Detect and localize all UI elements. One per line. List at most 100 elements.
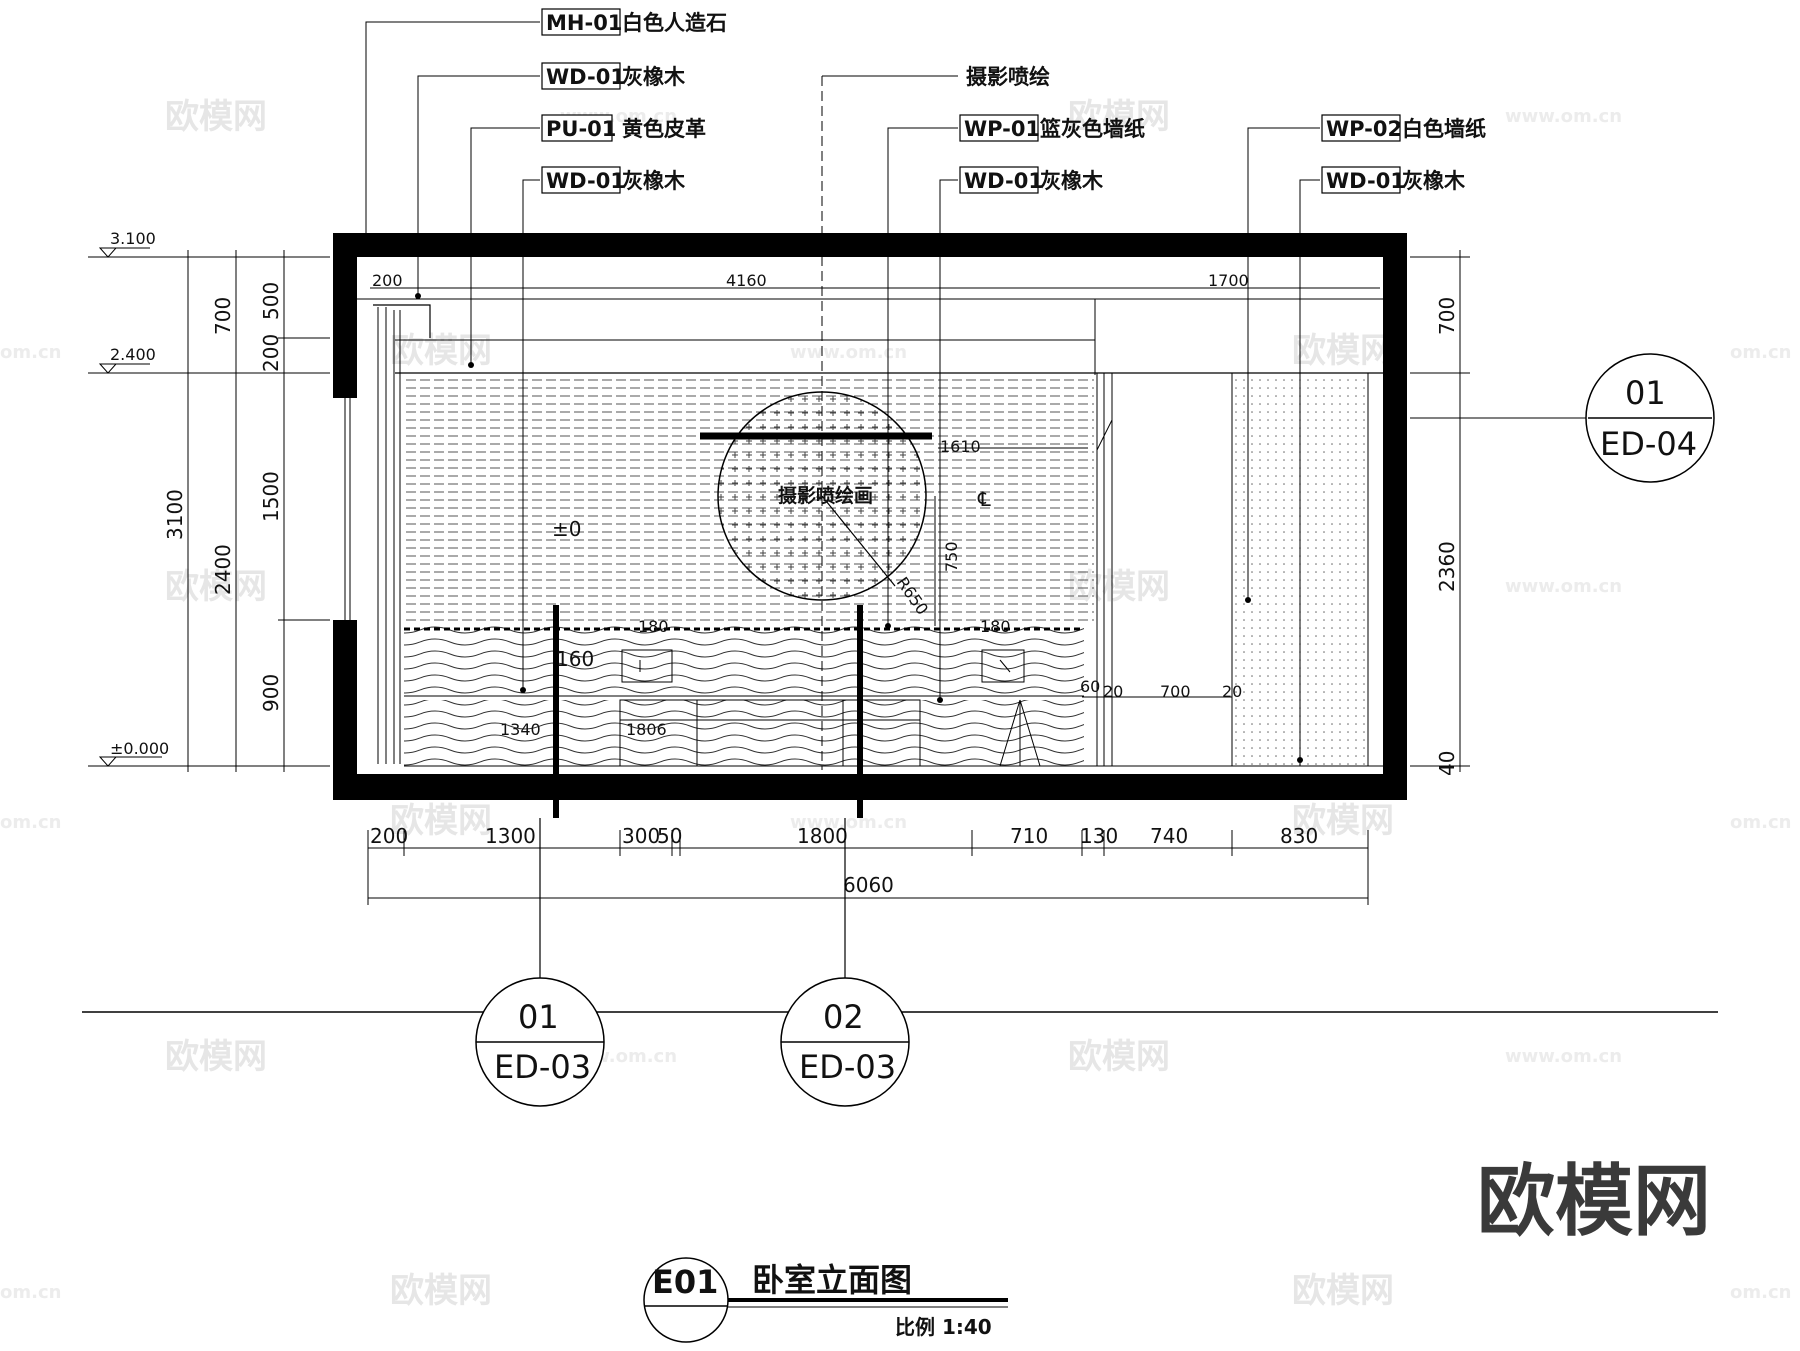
watermark-url: www.om.cn [790, 342, 907, 363]
watermark-url: www.om.cn [1505, 576, 1622, 597]
dim-b: 200 [259, 334, 283, 372]
section-ref: ED-03 [494, 1048, 591, 1086]
dim-180-left: 180 [638, 617, 669, 636]
dim-bottom-9: 830 [1280, 824, 1318, 848]
dim-a: 500 [259, 282, 283, 320]
dim-20-right: 20 [1222, 682, 1242, 701]
dim-1340: 1340 [500, 720, 541, 739]
dim-c: 1500 [259, 471, 283, 522]
dim-bottom-4: 50 [657, 824, 682, 848]
material-code: WD-01 [964, 169, 1043, 193]
dim-bottom-3: 300 [622, 824, 660, 848]
dim-top-right: 1700 [1208, 271, 1249, 290]
dim-750: 750 [942, 541, 961, 572]
material-code: WD-01 [546, 65, 625, 89]
dim-1806: 1806 [626, 720, 667, 739]
watermark-url: om.cn [0, 1282, 61, 1303]
level-floor: ±0.000 [110, 739, 169, 758]
title-code: E01 [652, 1263, 718, 1301]
dim-upper: 700 [211, 297, 235, 335]
dim-160: 160 [556, 647, 594, 671]
bottom-dimension-labels: 200 1300 300 50 1800 710 130 740 830 606… [370, 824, 1318, 897]
material-code: WD-01 [1326, 169, 1405, 193]
watermark-text: 欧模网 [165, 1037, 267, 1077]
dim-bottom-8: 740 [1150, 824, 1188, 848]
dim-60: 60 [1080, 677, 1100, 696]
wall-frame [333, 233, 1407, 800]
material-code: WP-02 [1326, 117, 1402, 141]
dim-180-right: 180 [980, 617, 1011, 636]
material-code: MH-01 [546, 11, 622, 35]
interior-labels: ±0 摄影喷绘画 R650 1610 ℄ 750 180 180 160 134… [500, 437, 1242, 739]
right-dimensions [1410, 250, 1588, 772]
right-dimension-labels: 700 2360 40 [1435, 297, 1459, 776]
watermark-text: 欧模网 [390, 331, 492, 371]
watermark-text: 欧模网 [165, 567, 267, 607]
material-name: 篮灰色墙纸 [1039, 117, 1145, 141]
dim-bottom-1: 200 [370, 824, 408, 848]
interior [357, 76, 1383, 818]
title-block: E01 卧室立面图 比例 1:40 [643, 1257, 1008, 1343]
dim-d: 900 [259, 674, 283, 712]
watermark-logo: 欧模网 [1477, 1157, 1711, 1247]
watermark-url: om.cn [1730, 812, 1791, 833]
dim-right-bottom: 40 [1435, 751, 1459, 776]
leader-lines [365, 21, 1320, 760]
dim-lower: 2400 [211, 544, 235, 595]
dim-top-left: 200 [372, 271, 403, 290]
top-dimension-labels: 200 4160 1700 [372, 271, 1249, 290]
watermark-layer: 欧模网 www.om.cn 欧模网 www.om.cn om.cn 欧模网 ww… [0, 97, 1791, 1311]
dim-700: 700 [1160, 682, 1191, 701]
watermark-url: om.cn [1730, 342, 1791, 363]
floor-mark: ±0 [552, 517, 581, 541]
watermark-text: 欧模网 [1068, 97, 1170, 137]
watermark-text: 欧模网 [390, 801, 492, 841]
material-name: 灰橡木 [1402, 169, 1466, 193]
section-number: 01 [518, 998, 559, 1036]
watermark-text: 欧模网 [1292, 1271, 1394, 1311]
section-ref: ED-03 [799, 1048, 896, 1086]
watermark-text: 欧模网 [390, 1271, 492, 1311]
dim-20-left: 20 [1103, 682, 1123, 701]
material-tags-right: WP-02 白色墙纸 WD-01 灰橡木 [1321, 114, 1486, 194]
material-tags-center: 摄影喷绘 WP-01 篮灰色墙纸 WD-01 灰橡木 [959, 65, 1145, 194]
watermark-url: om.cn [1730, 1282, 1791, 1303]
material-code: WD-01 [546, 169, 625, 193]
painting-label: 摄影喷绘画 [778, 484, 873, 507]
dim-1610: 1610 [940, 437, 981, 456]
level-ceiling: 2.400 [110, 345, 156, 364]
watermark-url: www.om.cn [1505, 1046, 1622, 1067]
bottom-dimensions [367, 830, 1369, 905]
material-name: 灰橡木 [622, 65, 686, 89]
watermark-url: om.cn [0, 342, 61, 363]
left-dimensions [88, 247, 330, 772]
dim-right-lower: 2360 [1435, 541, 1459, 592]
section-marker-2: 02 ED-03 [780, 818, 910, 1107]
centerline-mark: ℄ [977, 487, 991, 511]
material-name: 摄影喷绘 [966, 65, 1050, 89]
leader-dots [415, 293, 1303, 763]
watermark-text: 欧模网 [1292, 801, 1394, 841]
dim-bottom-7: 130 [1080, 824, 1118, 848]
dim-top-mid: 4160 [726, 271, 767, 290]
material-code: WP-01 [964, 117, 1040, 141]
material-name: 白色人造石 [622, 11, 727, 35]
section-marker-right: 01 ED-04 [1585, 353, 1715, 483]
watermark-text: 欧模网 [1292, 331, 1394, 371]
watermark-text: 欧模网 [1068, 1037, 1170, 1077]
material-name: 灰橡木 [1040, 169, 1104, 193]
title-scale: 比例 1:40 [895, 1315, 992, 1339]
watermark-url: www.om.cn [1505, 106, 1622, 127]
section-ref: ED-04 [1600, 425, 1697, 463]
watermark-text: 欧模网 [165, 97, 267, 137]
material-code: PU-01 [546, 117, 616, 141]
dim-bottom-2: 1300 [485, 824, 536, 848]
section-marker-1: 01 ED-03 [475, 818, 605, 1107]
material-name: 灰橡木 [622, 169, 686, 193]
material-name: 白色墙纸 [1402, 117, 1486, 141]
dim-total-width: 6060 [843, 873, 894, 897]
left-dimension-labels: 3.100 2.400 ±0.000 3100 700 2400 500 200… [110, 229, 283, 758]
watermark-url: om.cn [0, 812, 61, 833]
dim-bottom-6: 710 [1010, 824, 1048, 848]
